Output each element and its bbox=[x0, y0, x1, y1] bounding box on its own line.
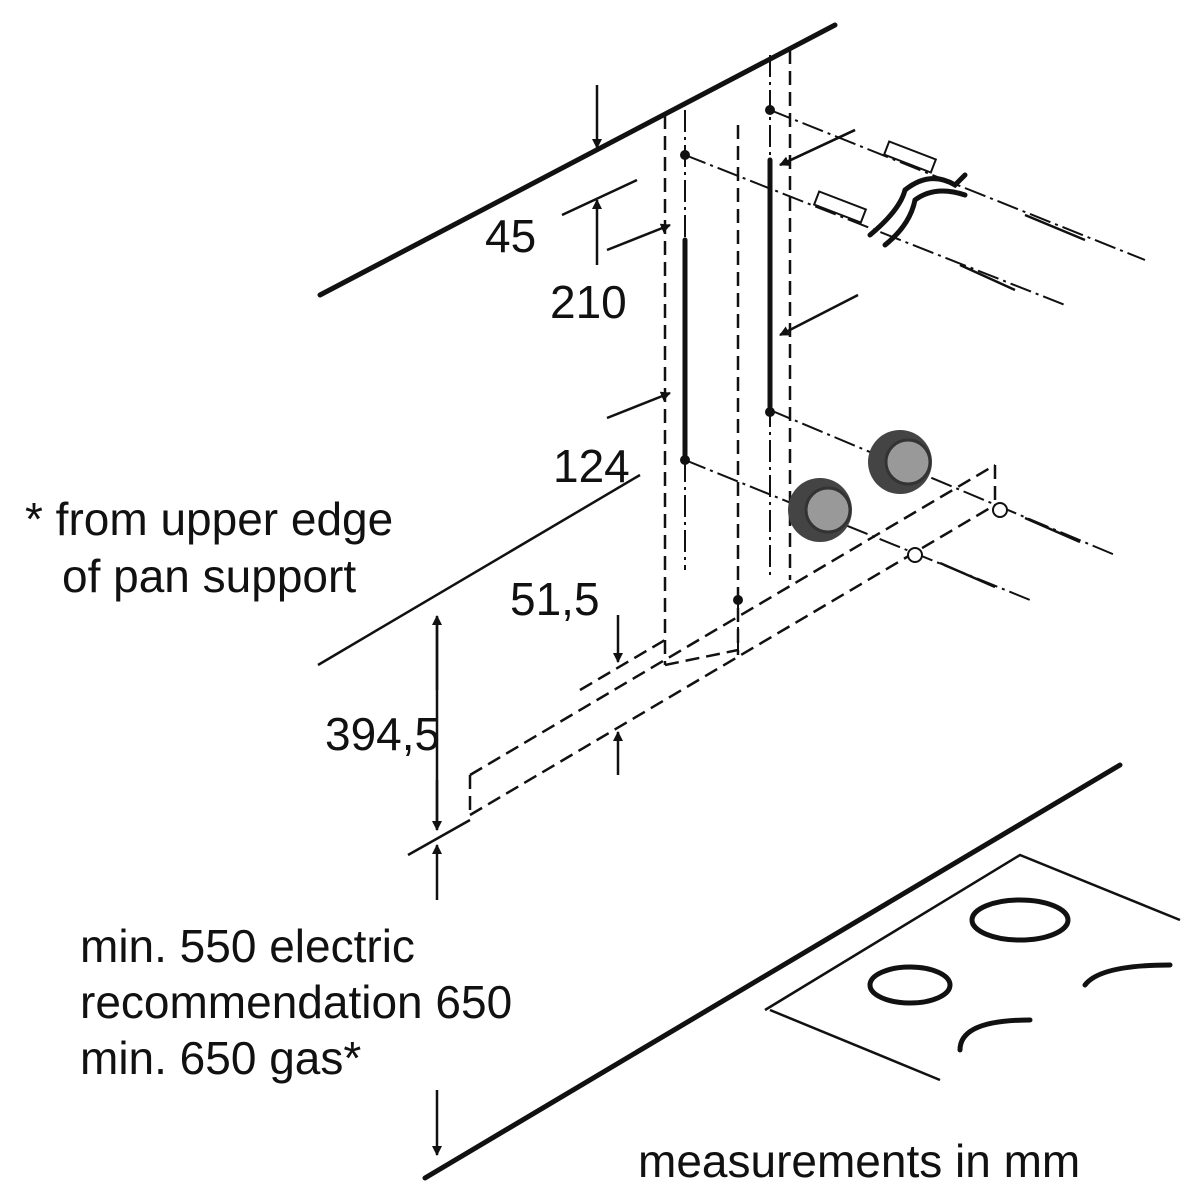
hood-bottom-line bbox=[407, 818, 471, 857]
dim-210: 210 bbox=[550, 276, 627, 328]
footnote-line2: of pan support bbox=[62, 550, 356, 602]
wall-plugs bbox=[812, 140, 1086, 292]
dim-394-5: 394,5 bbox=[325, 708, 440, 760]
hob bbox=[764, 853, 1181, 1082]
footnote-line1: * from upper edge bbox=[25, 493, 393, 545]
dimension-arrows bbox=[432, 85, 859, 1156]
worktop-line bbox=[422, 762, 1123, 1181]
dim-51-5: 51,5 bbox=[510, 573, 600, 625]
pan-support-line bbox=[317, 473, 641, 667]
grommets-and-screws bbox=[788, 430, 1081, 589]
clearance-electric: min. 550 electric bbox=[80, 920, 415, 972]
bracket-outline bbox=[468, 50, 997, 817]
clearance-gas: min. 650 gas* bbox=[80, 1032, 361, 1084]
dim-45: 45 bbox=[485, 210, 536, 262]
dim-124: 124 bbox=[553, 440, 630, 492]
clearance-recommendation: recommendation 650 bbox=[80, 976, 512, 1028]
screw-axes bbox=[680, 105, 1146, 605]
ceiling-line bbox=[317, 22, 838, 298]
units-note: measurements in mm bbox=[638, 1135, 1080, 1187]
